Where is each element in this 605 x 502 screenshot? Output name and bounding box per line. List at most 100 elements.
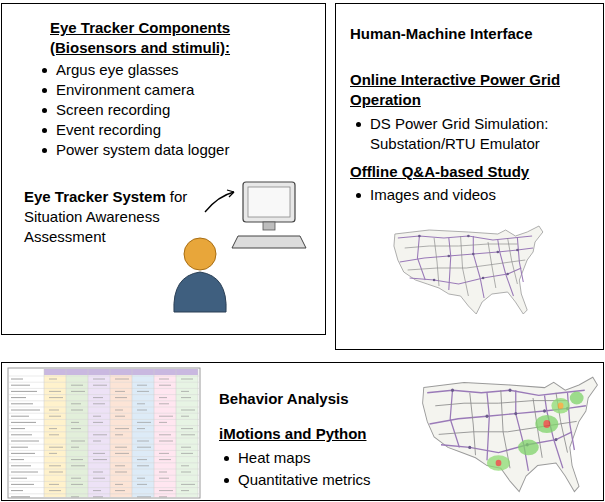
bullet-item: Event recording bbox=[42, 120, 302, 140]
sheet-col-line bbox=[132, 369, 133, 497]
sheet-cell-mark bbox=[11, 490, 23, 491]
text-block: Eye Tracker Components (Biosensors and s… bbox=[50, 18, 255, 58]
sheet-cell-mark bbox=[159, 478, 169, 479]
bullet-dot bbox=[42, 88, 47, 93]
sheet-cell-mark bbox=[11, 422, 36, 423]
sheet-cell-mark bbox=[115, 484, 123, 485]
bullet-item: Argus eye glasses bbox=[42, 60, 302, 80]
sheet-cell-mark bbox=[11, 453, 35, 454]
sheet-col-line bbox=[198, 369, 199, 497]
sheet-cell-mark bbox=[115, 416, 125, 417]
sheet-row-line bbox=[9, 388, 199, 389]
bullet-row: Images and videos bbox=[356, 185, 586, 205]
bullet-dot bbox=[42, 148, 47, 153]
body-text: Environment camera bbox=[56, 80, 194, 100]
sheet-cell-mark bbox=[181, 391, 189, 392]
bullet-row: Argus eye glasses bbox=[42, 60, 302, 80]
sheet-row-line bbox=[9, 413, 199, 414]
sheet-header bbox=[132, 369, 154, 375]
sheet-cell-mark bbox=[93, 472, 103, 473]
sheet-row-line bbox=[9, 400, 199, 401]
body-text: Screen recording bbox=[56, 100, 170, 120]
sheet-cell-mark bbox=[115, 434, 123, 435]
sheet-cell-mark bbox=[71, 484, 83, 485]
sheet-cell-mark bbox=[181, 465, 189, 466]
sheet-cell-mark bbox=[159, 441, 173, 442]
sheet-header bbox=[44, 369, 66, 375]
heading-text: Eye Tracker System bbox=[24, 188, 166, 205]
sheet-cell-mark bbox=[49, 472, 63, 473]
sheet-cell-mark bbox=[115, 447, 127, 448]
sheet-cell-mark bbox=[115, 410, 123, 411]
sheet-header bbox=[88, 369, 110, 375]
sheet-cell-mark bbox=[181, 428, 193, 429]
sheet-cell-mark bbox=[181, 397, 191, 398]
sheet-cell-mark bbox=[49, 410, 59, 411]
sheet-cell-mark bbox=[137, 459, 147, 460]
sheet-cell-mark bbox=[93, 434, 107, 435]
bullet-row: Environment camera bbox=[42, 80, 302, 100]
sheet-cell-mark bbox=[93, 379, 105, 380]
sheet-row-line bbox=[9, 456, 199, 457]
sheet-cell-mark bbox=[159, 422, 167, 423]
sheet-cell-mark bbox=[159, 397, 167, 398]
sheet-cell-mark bbox=[137, 422, 151, 423]
body-text: Event recording bbox=[56, 120, 161, 140]
sheet-cell-mark bbox=[49, 465, 61, 466]
text-block: Online Interactive Power Grid Operation bbox=[350, 70, 568, 110]
sheet-col-line bbox=[44, 369, 45, 497]
sheet-cell-mark bbox=[11, 391, 37, 392]
sheet-cell-mark bbox=[137, 484, 147, 485]
body-text: Quantitative metrics bbox=[238, 470, 371, 490]
sheet-cell-mark bbox=[93, 403, 105, 404]
sheet-cell-mark bbox=[115, 490, 125, 491]
sheet-row-line bbox=[9, 469, 199, 470]
sheet-row-line bbox=[9, 444, 199, 445]
sheet-row-line bbox=[9, 431, 199, 432]
sheet-cell-mark bbox=[159, 490, 173, 491]
sheet-cell-mark bbox=[49, 397, 63, 398]
bullet-dot bbox=[42, 68, 47, 73]
sheet-cell-mark bbox=[181, 484, 195, 485]
text-block: Offline Q&A-based Study bbox=[350, 162, 590, 182]
bullet-dot bbox=[224, 478, 229, 483]
sheet-row-line bbox=[9, 382, 199, 383]
sheet-cell-mark bbox=[71, 447, 79, 448]
sheet-cell-mark bbox=[71, 428, 81, 429]
sheet-col-line bbox=[110, 369, 111, 497]
sheet-row-line bbox=[9, 481, 199, 482]
sheet-cell-mark bbox=[93, 416, 101, 417]
heading-text: Human-Machine Interface bbox=[350, 25, 533, 42]
sheet-cell-mark bbox=[93, 478, 105, 479]
sheet-cell-mark bbox=[71, 496, 79, 497]
sheet-cell-mark bbox=[115, 391, 125, 392]
sheet-row-line bbox=[9, 462, 199, 463]
body-text: Images and videos bbox=[370, 185, 496, 205]
sheet-cell-mark bbox=[137, 391, 149, 392]
sheet-cell-mark bbox=[11, 434, 32, 435]
sheet-cell-mark bbox=[159, 459, 171, 460]
sheet-row-line bbox=[9, 376, 199, 377]
sheet-row-line bbox=[9, 419, 199, 420]
sheet-cell-mark bbox=[71, 478, 81, 479]
sheet-header bbox=[154, 369, 176, 375]
bullet-row: Heat maps bbox=[224, 448, 414, 468]
eye-tracker-icon bbox=[174, 182, 306, 312]
sheet-cell-mark bbox=[71, 385, 83, 386]
sheet-cell-mark bbox=[49, 428, 57, 429]
sheet-cell-mark bbox=[115, 465, 125, 466]
metrics-spreadsheet bbox=[8, 368, 200, 498]
sheet-header bbox=[110, 369, 132, 375]
bullet-dot bbox=[42, 128, 47, 133]
bullet-item: Screen recording bbox=[42, 100, 302, 120]
bullet-item: DS Power Grid Simulation: Substation/RTU… bbox=[356, 114, 586, 154]
sheet-row-line bbox=[9, 394, 199, 395]
hmi-panel: Human-Machine InterfaceOnline Interactiv… bbox=[335, 3, 604, 350]
sheet-cell-mark bbox=[49, 484, 59, 485]
sheet-cell-mark bbox=[49, 434, 59, 435]
sheet-cell-mark bbox=[181, 447, 191, 448]
text-block: Eye Tracker Systemfor Situation Awarenes… bbox=[24, 187, 204, 247]
sheet-cell-mark bbox=[49, 379, 57, 380]
sheet-cell-mark bbox=[49, 416, 61, 417]
heading-text: iMotions and Python bbox=[219, 425, 367, 442]
